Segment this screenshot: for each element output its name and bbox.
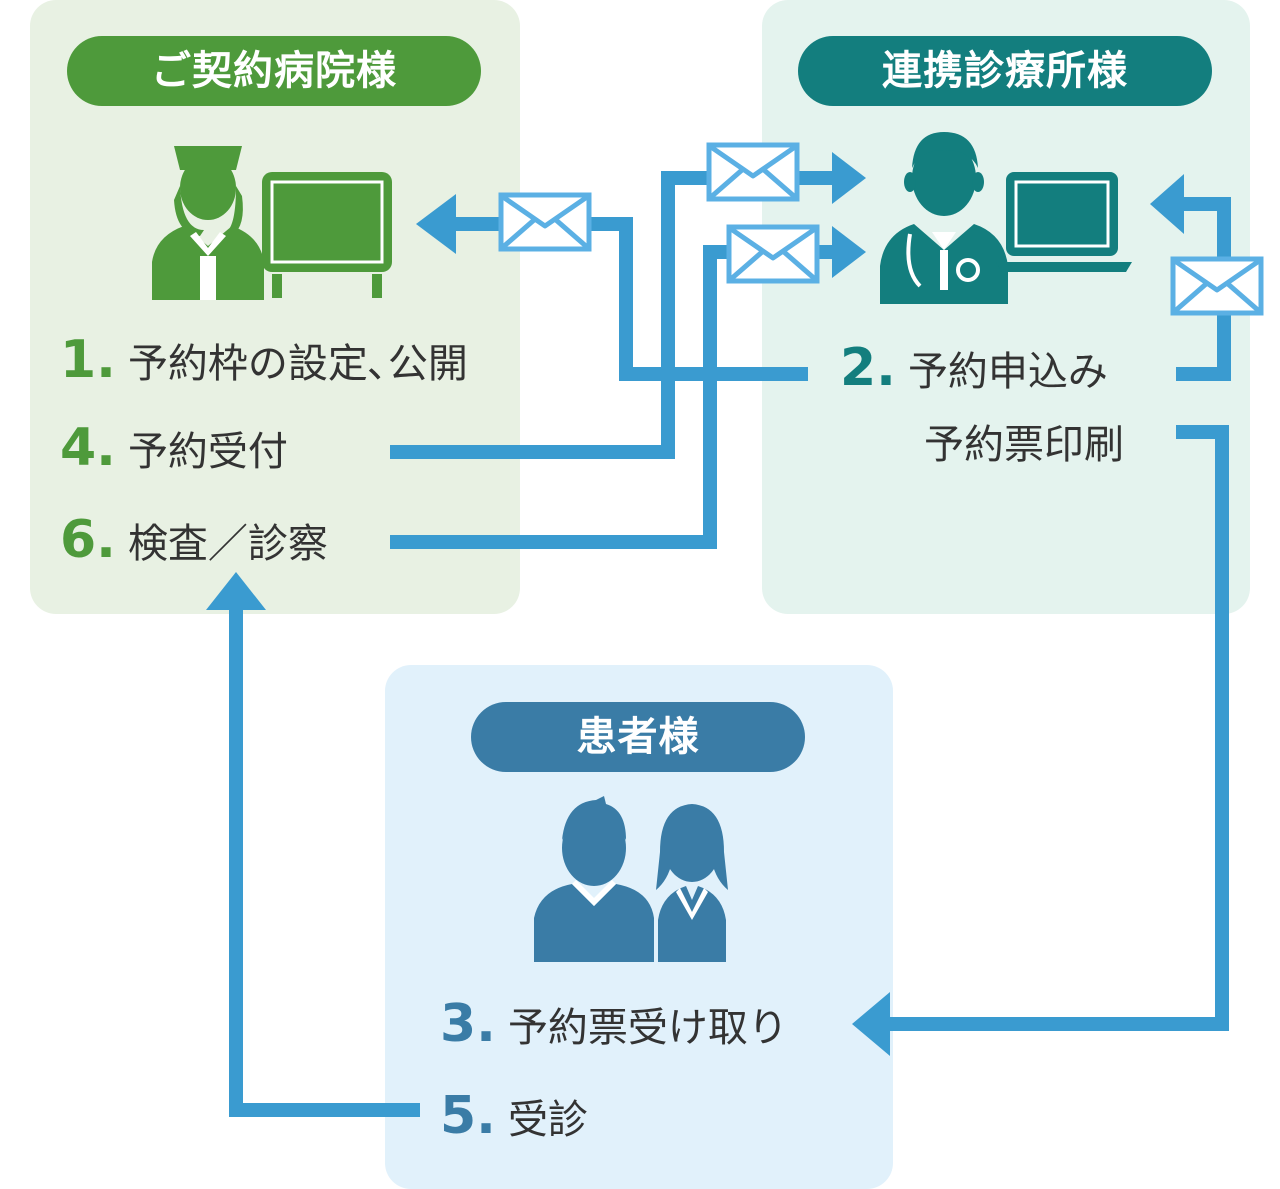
envelope-icon: [1173, 259, 1261, 313]
step-number: 1.: [60, 330, 116, 390]
nurse-icon: [152, 146, 264, 300]
doctor-icon: [880, 132, 1008, 304]
step-5: 5. 受診: [440, 1086, 588, 1146]
step-label-line2: 予約票印刷: [924, 422, 1124, 468]
arrow-icon: [206, 572, 266, 610]
arrow-icon: [416, 194, 456, 254]
laptop-icon: [996, 172, 1132, 272]
monitor-icon: [262, 172, 392, 298]
step-1: 1. 予約枠の設定､公開: [60, 330, 468, 390]
step-label: 予約申込み: [907, 349, 1108, 395]
envelope-icon: [709, 145, 797, 199]
step-label: 予約受付: [127, 429, 288, 475]
arrow-icon: [832, 152, 866, 204]
arrow-icon: [832, 226, 866, 278]
step-number: 5.: [440, 1086, 496, 1146]
step-label: 予約票受け取り: [507, 1005, 788, 1051]
envelope-icon: [501, 195, 589, 249]
step-3: 3. 予約票受け取り: [440, 994, 788, 1054]
arrow-icon: [1150, 174, 1184, 234]
connector-step6-to-clinic: [390, 245, 836, 549]
step-6: 6. 検査／診察: [60, 510, 328, 570]
step-label: 予約枠の設定､公開: [127, 341, 468, 387]
patient-title: 患者様: [471, 702, 805, 772]
step-2: 2. 予約申込み: [840, 338, 1108, 398]
clinic-title: 連携診療所様: [798, 36, 1212, 106]
patients-icon: [534, 796, 728, 962]
connector-step5-to-hospital: [229, 606, 420, 1117]
arrow-icon: [852, 992, 890, 1056]
hospital-title: ご契約病院様: [67, 36, 481, 106]
envelope-icon: [729, 227, 817, 281]
step-number: 4.: [60, 418, 116, 478]
step-label: 検査／診察: [127, 521, 328, 567]
step-number: 2.: [840, 338, 896, 398]
connector-step2-to-patient: [888, 425, 1229, 1031]
step-4: 4. 予約受付: [60, 418, 288, 478]
step-number: 3.: [440, 994, 496, 1054]
step-label: 受診: [507, 1097, 588, 1143]
step-number: 6.: [60, 510, 116, 570]
